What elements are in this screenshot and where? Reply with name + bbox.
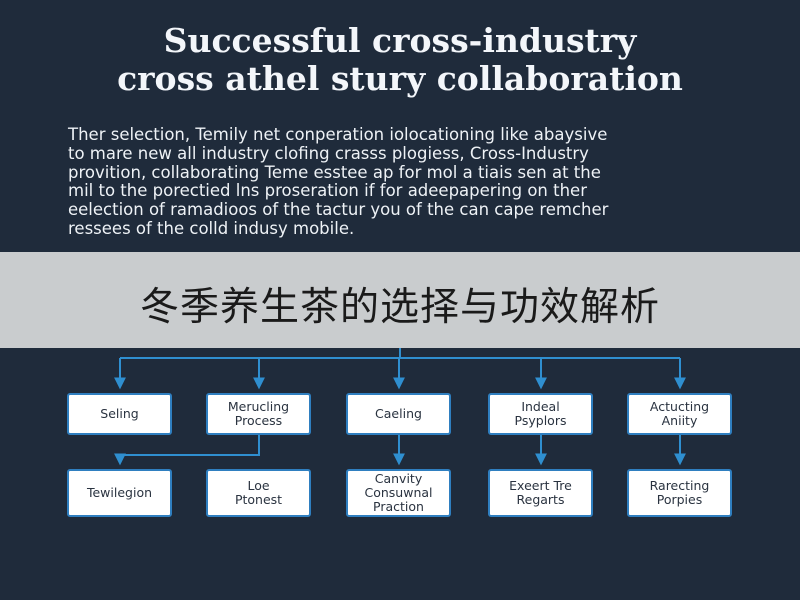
intro-paragraph: Ther selection, Temily net conperation i… (68, 125, 738, 239)
intro-line: mil to the porectied lns proseration if … (68, 181, 587, 201)
banner-text: 冬季养生茶的选择与功效解析 (139, 285, 660, 330)
node-top-3: Caeling (346, 393, 451, 435)
node-bottom-2: Loe Ptonest (206, 469, 311, 517)
title-line-1: Successful cross-industry (163, 21, 637, 60)
caption-banner: 冬季养生茶的选择与功效解析 (0, 252, 800, 348)
node-label: Tewilegion (86, 485, 153, 500)
node-bottom-3: Canvity Consuwnal Praction (346, 469, 451, 517)
node-label: Indeal Psyplors (514, 399, 567, 428)
node-label: Rarecting Porpies (649, 478, 710, 507)
intro-line: ressees of the colld indusy mobile. (68, 218, 355, 238)
node-bottom-1: Tewilegion (67, 469, 172, 517)
node-label: Exeert Tre Regarts (509, 478, 572, 507)
node-top-1: Seling (67, 393, 172, 435)
node-label: Loe Ptonest (234, 478, 283, 507)
node-top-2: Merucling Process (206, 393, 311, 435)
node-label: Merucling Process (227, 399, 290, 428)
node-top-4: Indeal Psyplors (488, 393, 593, 435)
intro-line: provition, collaborating Teme esstee ap … (68, 162, 601, 182)
node-bottom-4: Exeert Tre Regarts (488, 469, 593, 517)
node-label: Caeling (375, 406, 422, 421)
node-label: Seling (100, 406, 139, 421)
diagram-title: Successful cross-industry cross athel st… (0, 22, 800, 98)
intro-line: to mare new all industry clofing crasss … (68, 143, 589, 163)
node-label: Actucting Aniity (649, 399, 710, 428)
link-connector-1 (114, 435, 260, 466)
node-label: Canvity Consuwnal Praction (364, 471, 433, 514)
intro-line: Ther selection, Temily net conperation i… (68, 125, 608, 144)
node-top-5: Actucting Aniity (627, 393, 732, 435)
intro-line: eelection of ramadioos of the tactur you… (68, 200, 609, 220)
node-bottom-5: Rarecting Porpies (627, 469, 732, 517)
title-line-2: cross athel stury collaboration (117, 59, 683, 98)
